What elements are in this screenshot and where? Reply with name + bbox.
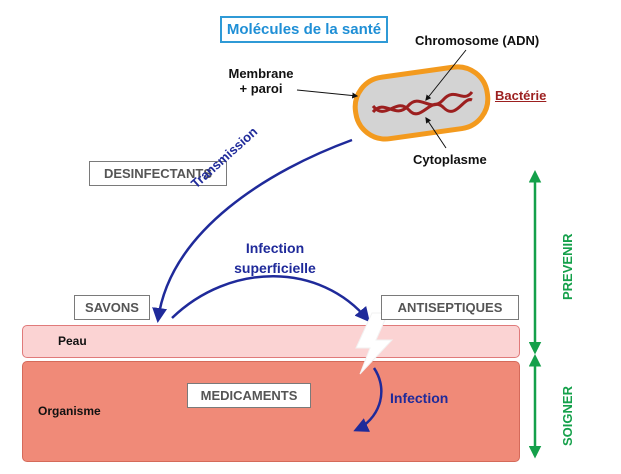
transmission-arrow (152, 138, 353, 323)
superficial-infection-line1: Infection (245, 240, 305, 256)
superficial-infection-label: Infection superficielle (215, 238, 335, 278)
prevenir-label: PREVENIR (560, 233, 575, 300)
organism-layer (22, 361, 520, 462)
superficial-infection-line2: superficielle (234, 260, 316, 276)
dna-helix (371, 90, 474, 116)
infection-label: Infection (390, 390, 449, 406)
cytoplasm-pointer (425, 117, 447, 149)
membrane-label: Membrane + paroi (226, 66, 296, 96)
superficial-infection-arrow (171, 275, 370, 323)
chromosome-label: Chromosome (ADN) (415, 33, 540, 48)
skin-label: Peau (58, 334, 87, 348)
membrane-pointer (296, 89, 359, 99)
infection-arrow (353, 367, 383, 432)
page-title: Molécules de la santé (220, 16, 388, 43)
antiseptiques-box: ANTISEPTIQUES (381, 295, 519, 320)
membrane-label-line1: Membrane (228, 66, 294, 81)
membrane-label-line2: + paroi (239, 81, 283, 96)
medicaments-box: MEDICAMENTS (187, 383, 311, 408)
desinfectants-box: DESINFECTANTS (89, 161, 227, 186)
cytoplasm-label: Cytoplasme (413, 152, 487, 167)
skin-layer (22, 325, 520, 358)
organism-label: Organisme (38, 404, 101, 418)
savons-box: SAVONS (74, 295, 150, 320)
chromosome-pointer (425, 49, 467, 101)
wound-lightning-icon (355, 312, 394, 375)
bacterium-label: Bactérie (495, 88, 547, 103)
soigner-label: SOIGNER (560, 386, 575, 446)
